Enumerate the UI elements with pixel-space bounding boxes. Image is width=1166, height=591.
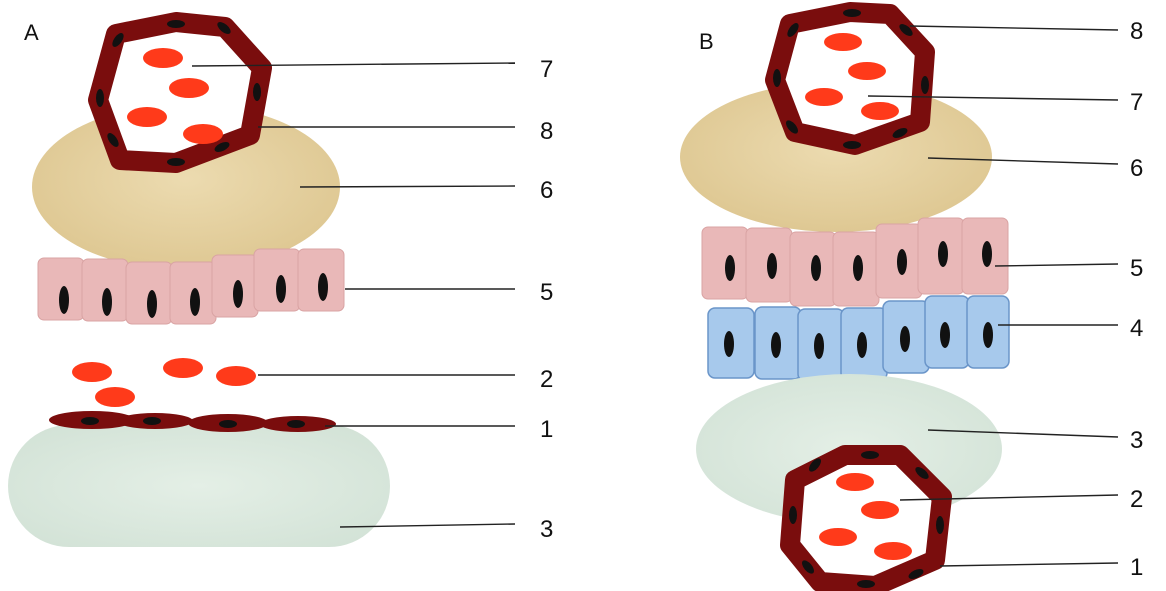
- label-b-2: 2: [1130, 486, 1143, 513]
- label-a-7: 7: [540, 56, 553, 83]
- panel-b-letter: B: [699, 29, 714, 54]
- panel-b: B: [680, 9, 1143, 588]
- label-b-8: 8: [1130, 18, 1143, 45]
- label-b-7: 7: [1130, 89, 1143, 116]
- panel-a-letter: A: [24, 20, 39, 45]
- label-b-1: 1: [1130, 554, 1143, 581]
- label-b-3: 3: [1130, 427, 1143, 454]
- label-b-6: 6: [1130, 155, 1143, 182]
- label-b-5: 5: [1130, 255, 1143, 282]
- free-red-cells-a: [72, 358, 256, 407]
- label-a-2: 2: [540, 366, 553, 393]
- blood-vessel-b-upper: [773, 9, 929, 149]
- label-b-4: 4: [1130, 315, 1143, 342]
- label-a-3: 3: [540, 516, 553, 543]
- blood-vessel-a: [96, 20, 262, 166]
- label-a-5: 5: [540, 279, 553, 306]
- label-a-6: 6: [540, 177, 553, 204]
- blue-cell-layer-b: [708, 296, 1009, 381]
- label-a-8: 8: [540, 118, 553, 145]
- panel-a: A: [8, 20, 553, 547]
- green-tissue-a: [8, 425, 390, 547]
- label-a-1: 1: [540, 416, 553, 443]
- blood-vessel-b-lower: [789, 451, 944, 588]
